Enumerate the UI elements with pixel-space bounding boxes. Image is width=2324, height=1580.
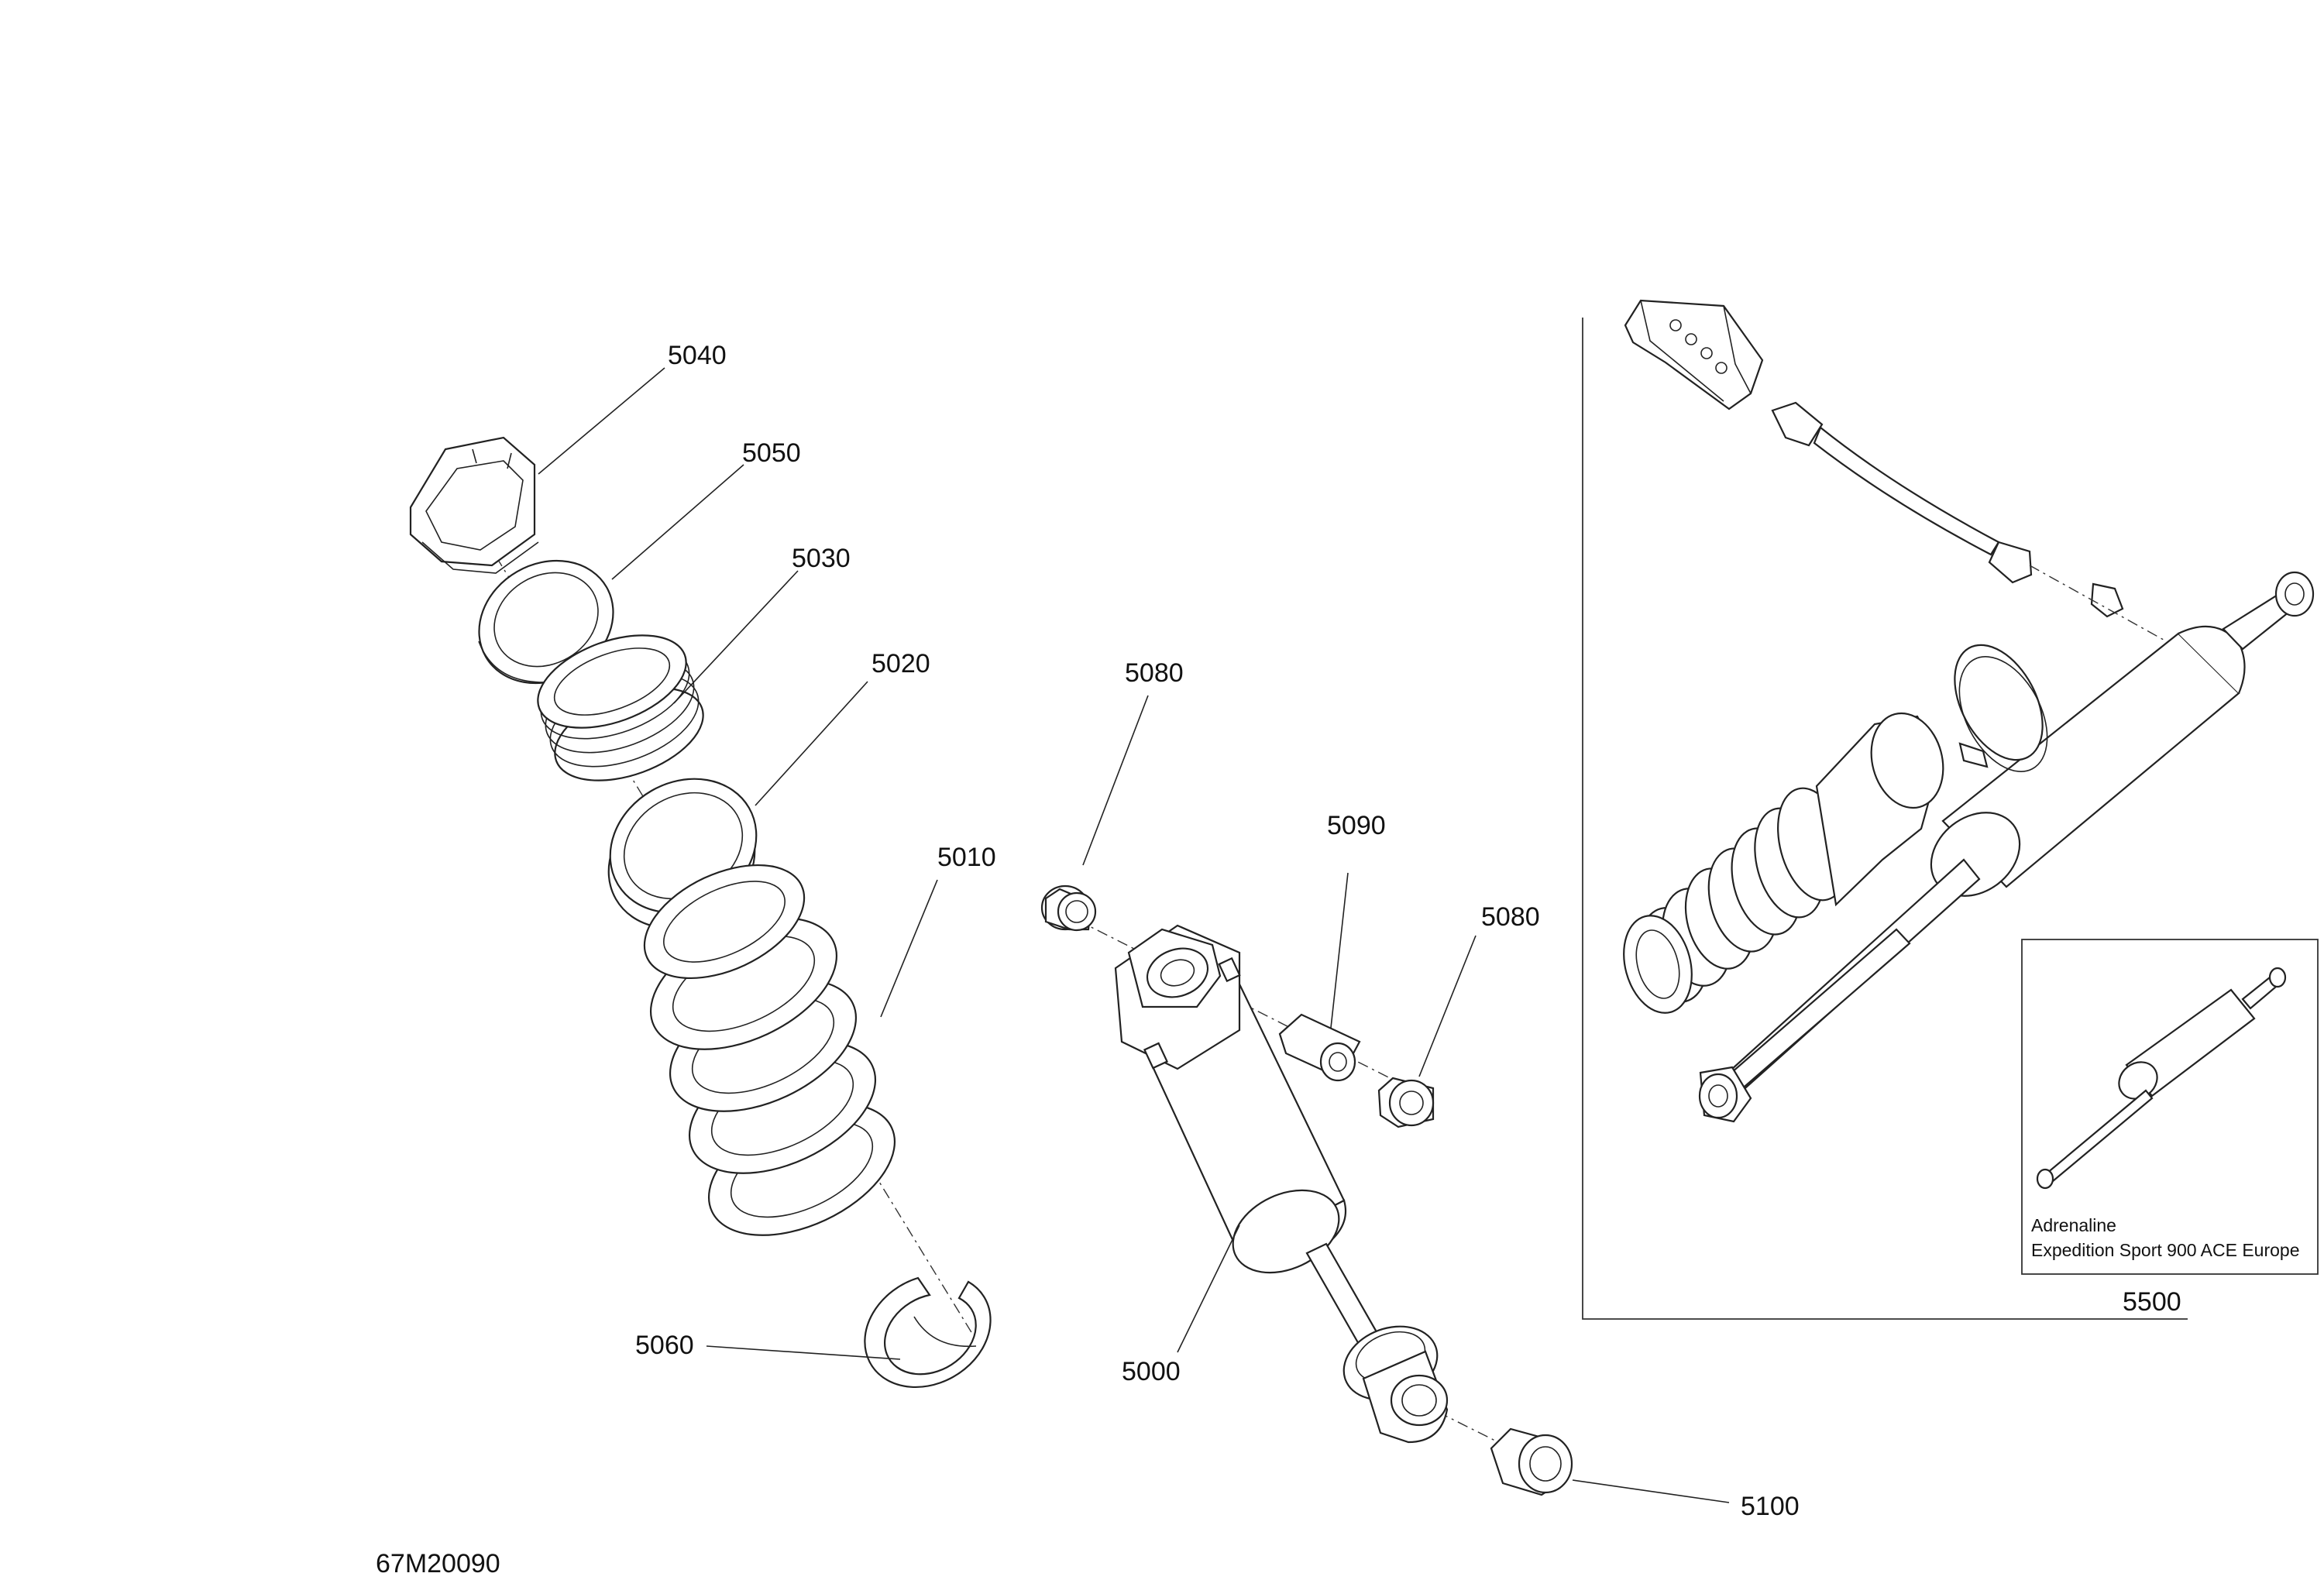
leader-5040 (538, 367, 665, 475)
part-5030-upper-spring (537, 634, 704, 781)
callout-5500: 5500 (2123, 1287, 2181, 1317)
leader-5060 (706, 1345, 901, 1360)
leader-5020 (755, 681, 868, 806)
leader-5080-left (1082, 695, 1149, 866)
reservoir-mount-bracket (1624, 299, 1764, 410)
callout-5060: 5060 (635, 1331, 694, 1360)
drawing-number: 67M20090 (376, 1549, 500, 1578)
assembly-5500-frame (1582, 318, 2188, 1320)
callout-5030: 5030 (792, 544, 851, 573)
assembly-5500-bellows-boot (1623, 712, 1944, 1014)
leader-5030 (673, 570, 799, 704)
leader-5010 (880, 879, 938, 1018)
part-5090-spacer (1278, 1013, 1361, 1082)
callout-5010: 5010 (937, 843, 996, 872)
callout-5080-right: 5080 (1481, 902, 1540, 932)
inset-shock-thumbnail (2036, 967, 2287, 1190)
inset-frame (2021, 939, 2319, 1275)
callout-5040: 5040 (668, 341, 727, 370)
leader-5000 (1177, 1224, 1240, 1353)
inset-label-model: Adrenaline (2031, 1215, 2116, 1235)
assembly-5500-clamp (1954, 644, 2048, 772)
callout-5000: 5000 (1122, 1357, 1181, 1386)
part-5100-lower-bushing (1490, 1427, 1573, 1496)
leader-5090 (1330, 872, 1349, 1029)
callout-5050: 5050 (742, 438, 801, 468)
part-5080-bushing-left (1040, 884, 1097, 932)
part-5020-crossover-ring (607, 778, 758, 929)
leader-5080-right (1418, 935, 1477, 1077)
callout-5100: 5100 (1741, 1492, 1800, 1521)
leader-5100 (1572, 1479, 1730, 1503)
part-5080-bushing-right (1377, 1077, 1435, 1128)
callout-5090: 5090 (1327, 811, 1386, 840)
assembly-5500-axis (2029, 565, 2170, 644)
part-5060-spring-retainer (864, 1276, 992, 1388)
part-5040-spring-adjuster (409, 436, 539, 574)
assembly-5500-inset: Adrenaline Expedition Sport 900 ACE Euro… (2021, 939, 2319, 1275)
callout-5020: 5020 (871, 649, 930, 678)
inset-label-variant: Expedition Sport 900 ACE Europe (2031, 1240, 2300, 1260)
part-5010-main-spring (643, 864, 896, 1236)
callout-5080-left: 5080 (1125, 658, 1184, 688)
assembly-5500-shock-body (1698, 571, 2315, 1123)
leader-5050 (611, 464, 744, 580)
part-5000-shock-body (1114, 924, 1449, 1444)
remote-reservoir-hose (1771, 401, 2124, 618)
